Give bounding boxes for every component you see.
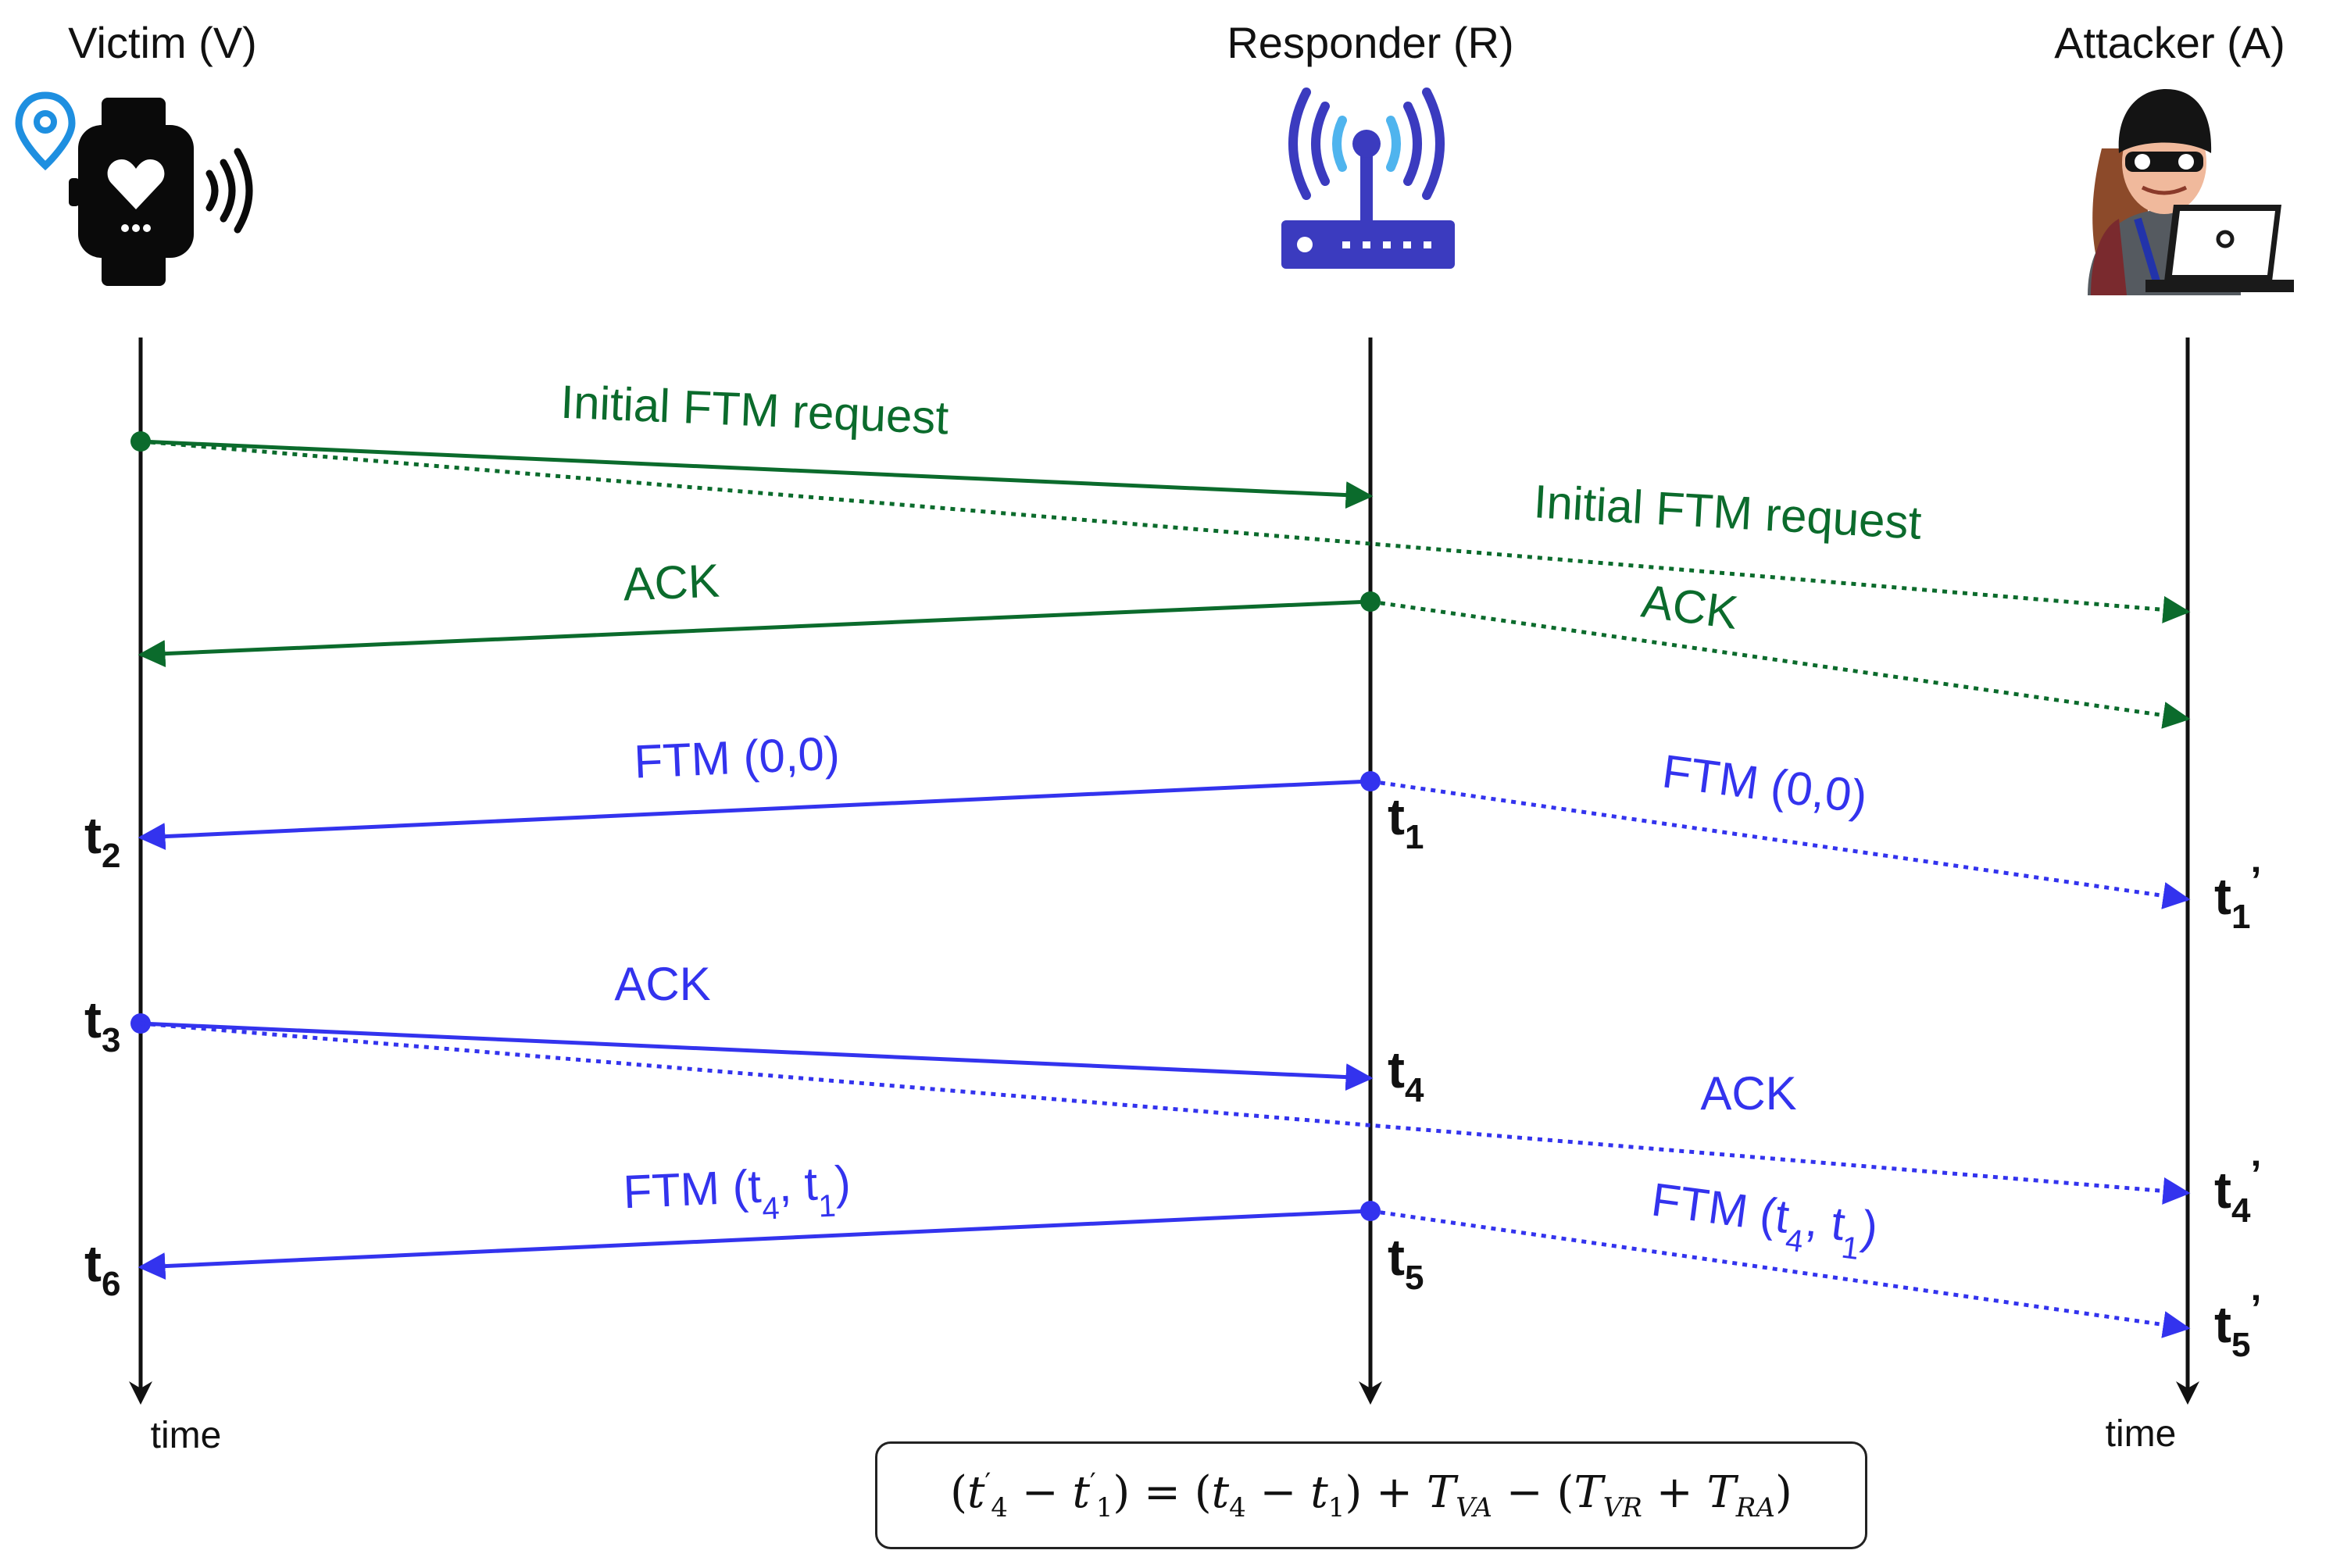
timestamp-t1: t1: [1388, 788, 1424, 856]
message-m1: Initial FTM request: [130, 376, 1374, 509]
message-label: FTM (t4, t1): [1647, 1173, 1881, 1268]
timestamp-t5: t5: [1388, 1228, 1424, 1297]
message-arrow: [138, 1209, 1371, 1280]
victim-label: Victim (V): [68, 18, 257, 67]
timestamp-t6: t6: [84, 1234, 120, 1303]
message-arrow: [138, 599, 1371, 668]
hacker-laptop-icon: [2088, 89, 2294, 295]
message-label: Initial FTM request: [1532, 475, 1923, 549]
message-arrow: [138, 779, 1371, 851]
message-arrow: [140, 439, 2191, 623]
message-m9: FTM (t4, t1): [138, 1156, 1381, 1280]
timestamp-t4: t4: [1388, 1041, 1424, 1109]
timestamp-t5p: t5’: [2214, 1287, 2261, 1364]
message-m3: ACK: [138, 555, 1381, 668]
message-label: ACK: [1700, 1067, 1796, 1120]
attacker-label: Attacker (A): [2054, 18, 2285, 67]
responder-label: Responder (R): [1227, 18, 1514, 67]
timestamp-t3: t3: [84, 991, 120, 1059]
message-m10: FTM (t4, t1): [1370, 1173, 2191, 1338]
message-m7: ACK: [130, 958, 1374, 1091]
message-arrow: [140, 439, 1374, 509]
smartwatch-icon: [69, 98, 253, 286]
timestamps-layer: t1 t2 t3 t4 t5 t6 t1’ t4’ t5’: [84, 788, 2261, 1364]
message-label: FTM (t4, t1): [622, 1156, 852, 1233]
timestamp-t2: t2: [84, 806, 120, 875]
message-m4: ACK: [1370, 574, 2191, 729]
message-m5: FTM (0,0): [138, 727, 1381, 851]
message-m8: ACK: [140, 1021, 2191, 1205]
message-label: Initial FTM request: [559, 376, 950, 445]
formula-box: (t′4 − t′1) = (t4 − t1) + TVA − (TVR + T…: [875, 1441, 1867, 1549]
message-label: ACK: [622, 555, 720, 611]
timestamp-t1p: t1’: [2214, 859, 2261, 936]
message-arrow: [1370, 599, 2191, 729]
attacker-time-label: time: [2105, 1413, 2177, 1455]
timestamp-t4p: t4’: [2214, 1152, 2261, 1230]
message-arrow: [140, 1021, 1374, 1091]
message-label: FTM (0,0): [633, 727, 841, 788]
formula: (t′4 − t′1) = (t4 − t1) + TVA − (TVR + T…: [950, 1466, 1792, 1524]
message-m2: Initial FTM request: [140, 439, 2191, 623]
message-label: ACK: [1638, 574, 1741, 639]
location-pin-icon: [15, 91, 76, 171]
message-arrow: [140, 1021, 2191, 1205]
victim-time-label: time: [150, 1415, 222, 1456]
message-m6: FTM (0,0): [1370, 745, 2191, 909]
message-label: ACK: [614, 958, 710, 1010]
wifi-router-icon: [1281, 88, 1455, 269]
message-label: FTM (0,0): [1660, 745, 1870, 823]
